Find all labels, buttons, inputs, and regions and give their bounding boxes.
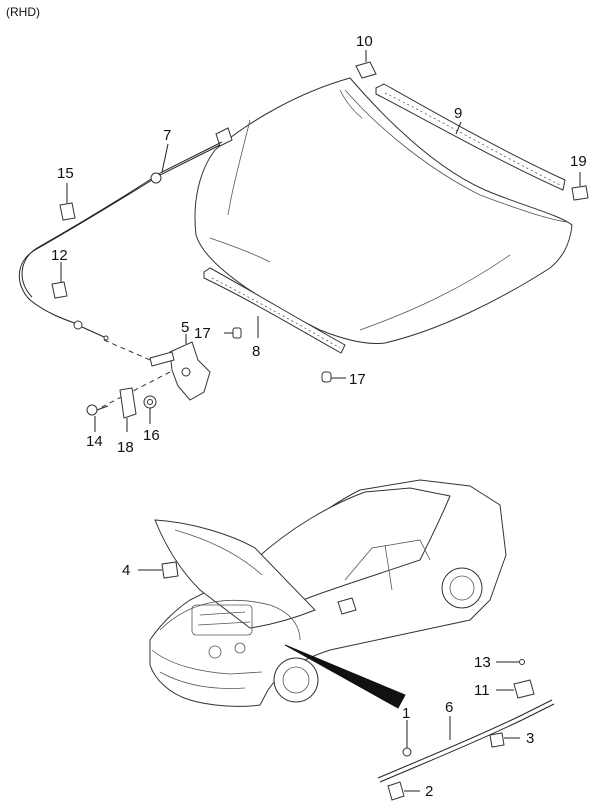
part-17-clip-lower [321, 371, 346, 383]
callout-12: 12 [51, 247, 68, 264]
callout-7: 7 [163, 127, 171, 144]
callout-5: 5 [181, 319, 189, 336]
part-19-bumper [571, 172, 589, 201]
part-12-clip [51, 262, 68, 299]
part-10-pad [355, 50, 377, 79]
part-4-switch [138, 561, 179, 579]
callout-17-lower: 17 [349, 371, 366, 388]
callout-18: 18 [117, 439, 134, 456]
part-15-clip [59, 183, 76, 221]
part-1-grommet [402, 720, 412, 757]
callout-8: 8 [252, 343, 260, 360]
callout-9: 9 [454, 105, 462, 122]
part-5-hood-latch [99, 334, 211, 409]
callout-3: 3 [526, 730, 534, 747]
part-2-holder [387, 781, 420, 801]
callout-6: 6 [445, 699, 453, 716]
part-13-screw [496, 659, 525, 665]
callout-1: 1 [402, 705, 410, 722]
part-16-nut [143, 395, 157, 424]
variant-label: (RHD) [6, 5, 40, 19]
part-11-rod-holder [496, 679, 535, 699]
callout-10: 10 [356, 33, 373, 50]
part-6-support-rod [377, 699, 555, 783]
callout-11: 11 [474, 682, 490, 699]
callout-13: 13 [474, 654, 491, 671]
part-18-bracket [119, 387, 137, 432]
part-8-lower-strip [203, 267, 346, 354]
callout-2: 2 [425, 783, 433, 800]
hood-panel [194, 77, 573, 345]
callout-16: 16 [143, 427, 160, 444]
callout-14: 14 [86, 433, 103, 450]
callout-17-upper: 17 [194, 325, 211, 342]
part-17-clip-upper [224, 327, 242, 339]
part-14-bolt [86, 404, 109, 432]
callout-4: 4 [122, 562, 130, 579]
car-illustration [149, 479, 507, 709]
part-3-clip [489, 732, 520, 748]
callout-19: 19 [570, 153, 587, 170]
part-9-weatherstrip [375, 83, 566, 191]
part-7-release-cable [18, 127, 233, 341]
callout-15: 15 [57, 165, 74, 182]
